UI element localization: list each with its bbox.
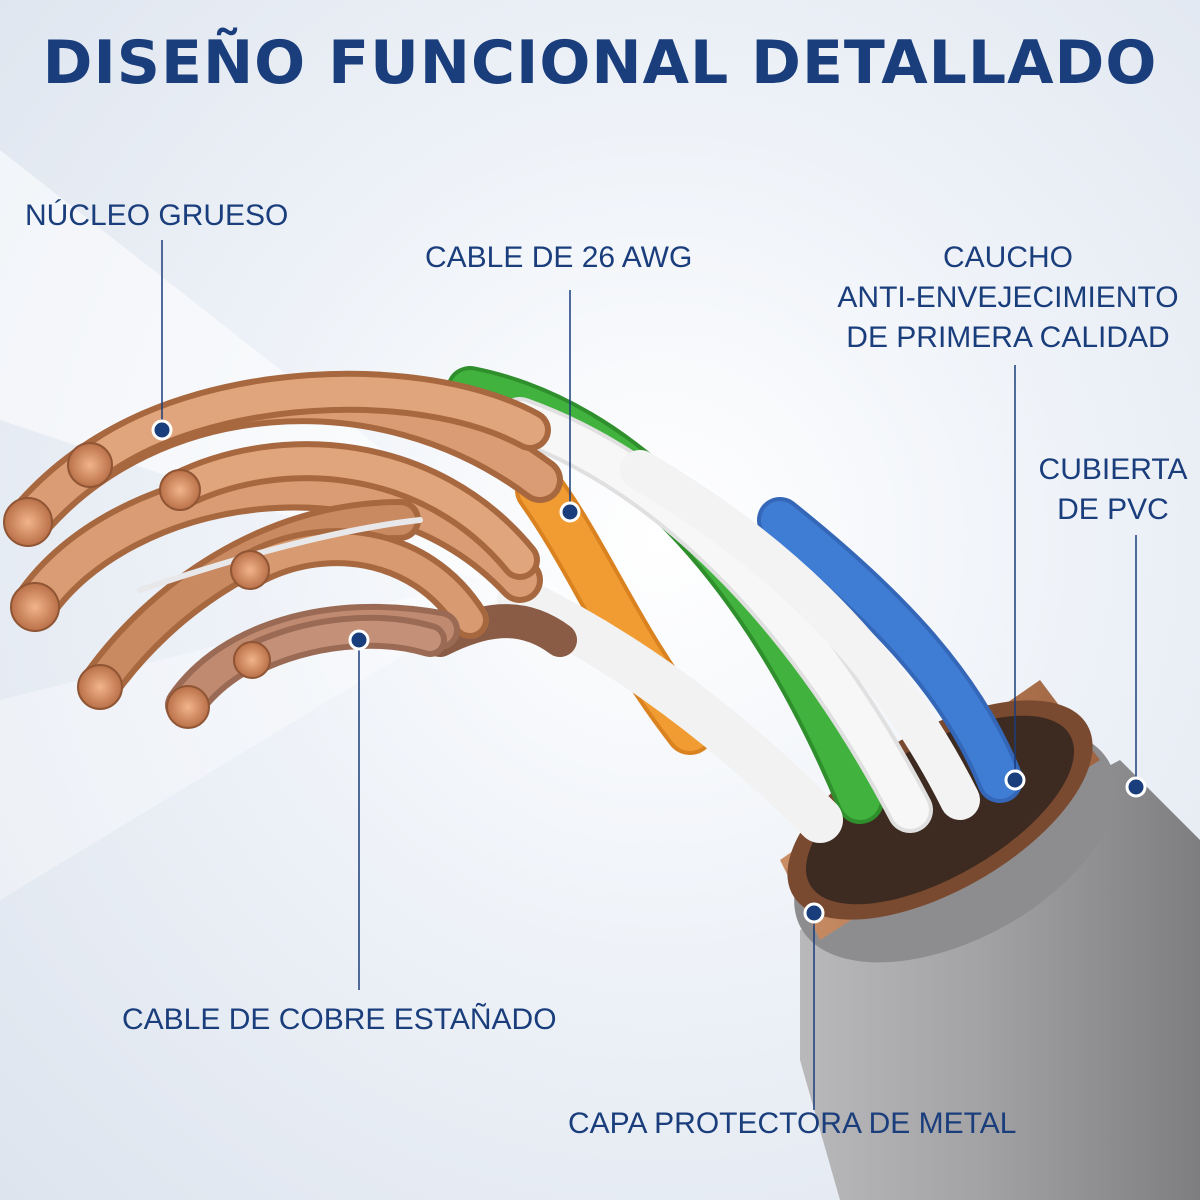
label-capa-protectora: CAPA PROTECTORA DE METAL	[568, 1107, 1017, 1140]
label-nucleo-grueso: NÚCLEO GRUESO	[25, 199, 289, 232]
label-cubierta-pvc: CUBIERTA DE PVC	[1038, 453, 1188, 526]
marker-cubierta	[1125, 776, 1147, 798]
marker-caucho	[1004, 769, 1026, 791]
label-caucho: CAUCHO ANTI-ENVEJECIMIENTO DE PRIMERA CA…	[837, 241, 1179, 354]
marker-cable26	[559, 501, 581, 523]
callout-markers	[151, 419, 1147, 924]
label-cobre-estanado: CABLE DE COBRE ESTAÑADO	[122, 1003, 557, 1036]
page-title: DISEÑO FUNCIONAL DETALLADO	[42, 28, 1158, 98]
label-cable-26-awg: CABLE DE 26 AWG	[425, 241, 693, 274]
strand-ends	[3, 442, 271, 729]
marker-capa	[803, 902, 825, 924]
callout-lines	[161, 240, 1137, 1110]
twisted-pairs	[423, 366, 1023, 843]
marker-cobre	[348, 629, 370, 651]
marker-nucleo	[151, 419, 173, 441]
